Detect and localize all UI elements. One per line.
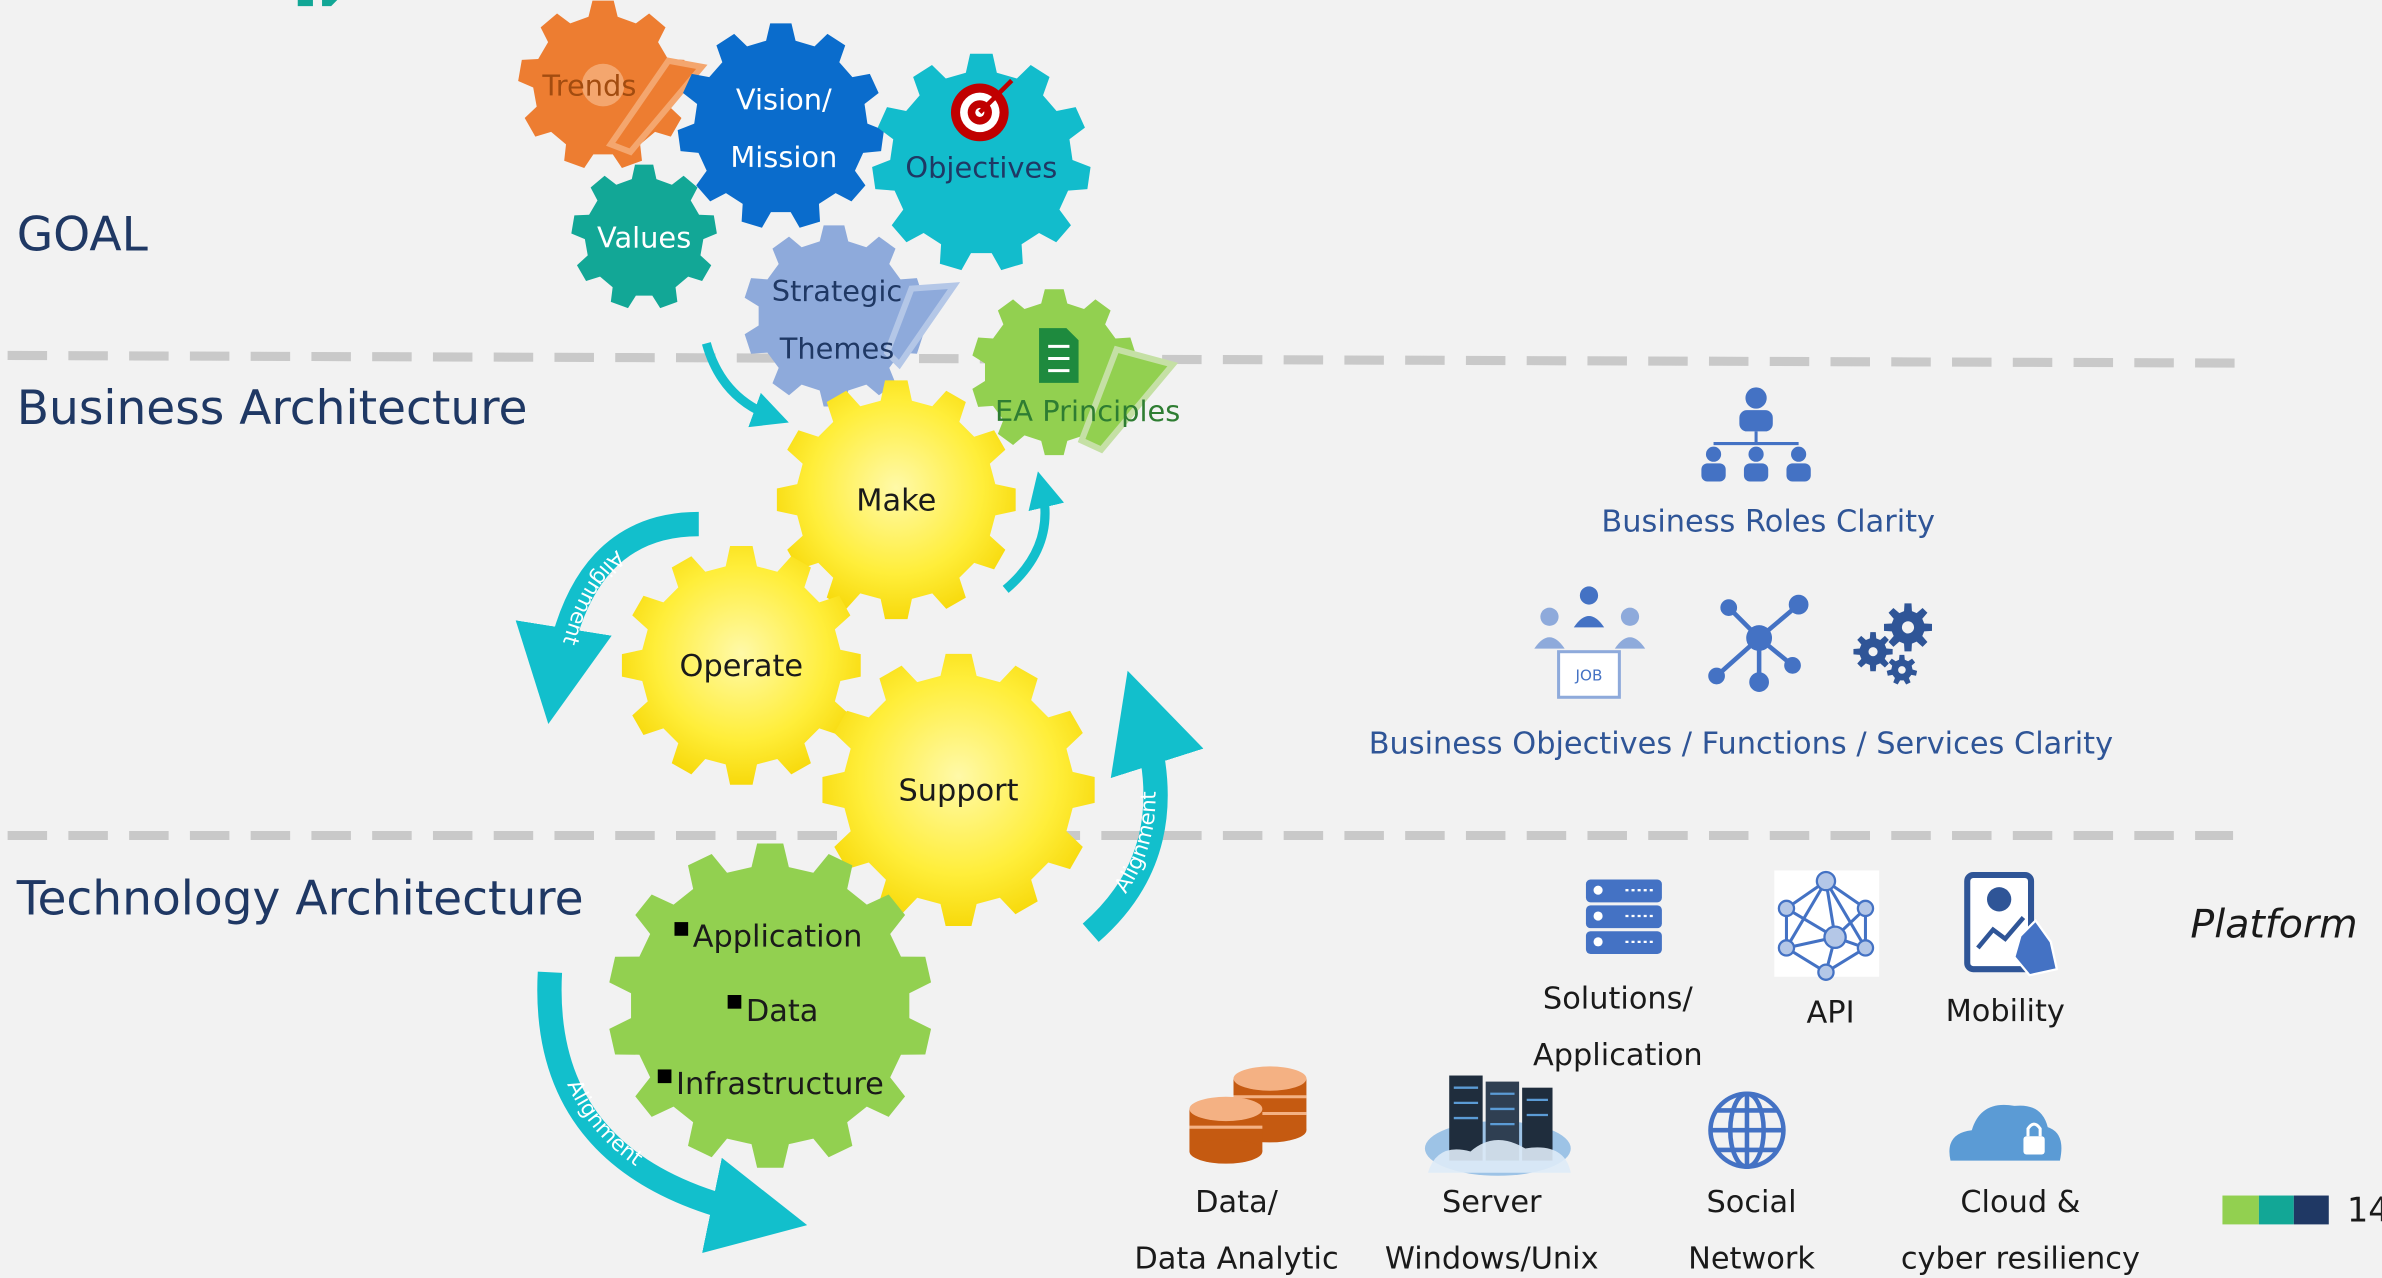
section-business: Business Architecture: [17, 381, 528, 436]
server-cloud-icon: [1424, 1075, 1571, 1176]
alignment-label-right: Alignment: [1110, 791, 1162, 897]
alignment-label-tech: Alignment: [562, 1076, 647, 1171]
solutions-label-1: Solutions/: [1543, 982, 1694, 1017]
gear-trends: Trends: [518, 0, 708, 169]
values-label: Values: [597, 221, 691, 255]
logo-fragment: [297, 0, 338, 7]
server-rack-icon: [1585, 879, 1662, 954]
trends-label: Trends: [541, 69, 636, 103]
cloud-label-2: cyber resiliency: [1901, 1241, 2140, 1276]
themes-label-2: Themes: [779, 332, 895, 366]
support-label: Support: [899, 774, 1019, 809]
gear-values: Values: [571, 164, 717, 309]
bullet: [657, 1069, 672, 1084]
section-goal: GOAL: [17, 208, 148, 263]
bullet: [674, 922, 689, 936]
gear-operate: Operate: [621, 545, 861, 785]
wrench-icon: [883, 282, 961, 370]
api-label: API: [1806, 995, 1854, 1030]
wrench-icon: [1077, 345, 1179, 454]
make-label: Make: [856, 483, 936, 518]
gear-objectives: Objectives: [872, 53, 1091, 271]
mobile-payment-icon: [1964, 871, 2059, 977]
operate-label: Operate: [680, 649, 804, 684]
themes-label-1: Strategic: [772, 274, 902, 308]
social-label-2: Network: [1688, 1241, 1815, 1276]
alignment-arrow-tech: [537, 971, 808, 1254]
checklist-icon: [1039, 328, 1079, 383]
mobility-label: Mobility: [1946, 994, 2065, 1029]
server-label-1: Server: [1442, 1185, 1542, 1220]
tech-infra-label: Infrastructure: [676, 1067, 884, 1102]
business-roles-label: Business Roles Clarity: [1601, 505, 1935, 540]
section-technology: Technology Architecture: [16, 871, 584, 926]
page-number: 14: [2347, 1190, 2382, 1229]
gear-support: Support: [822, 653, 1095, 927]
cloud-lock-icon: [1949, 1104, 2062, 1161]
arrow-make-to-ea: [1002, 471, 1065, 593]
social-label-1: Social: [1706, 1185, 1796, 1220]
solutions-label-2: Application: [1533, 1038, 1703, 1073]
gear-strategic-themes: Strategic Themes: [744, 225, 961, 407]
tech-data-label: Data: [746, 994, 819, 1029]
globe-icon: [1708, 1091, 1786, 1169]
svg-text:JOB: JOB: [1575, 667, 1603, 685]
data-label-1: Data/: [1195, 1185, 1279, 1220]
server-label-2: Windows/Unix: [1385, 1241, 1599, 1276]
vision-label-1: Vision/: [736, 82, 832, 116]
alignment-arrow-business: [515, 511, 700, 724]
gear-ea-principles: EA Principles: [972, 289, 1180, 456]
ea-label: EA Principles: [995, 394, 1180, 428]
gear-vision-mission: Vision/ Mission: [677, 23, 884, 228]
network-nodes-icon: [1708, 594, 1809, 692]
gears-icon: [1853, 603, 1932, 685]
footer-color-bar: [2222, 1195, 2329, 1225]
hand-icon: [2013, 918, 2059, 977]
gear-make: Make: [776, 380, 1016, 620]
platform-label: Platform: [2190, 901, 2357, 947]
alignment-arrow-right: [1082, 670, 1204, 942]
tech-app-label: Application: [693, 919, 863, 954]
org-chart-icon: [1701, 387, 1811, 482]
api-network-icon: [1774, 870, 1880, 981]
bullet: [727, 995, 742, 1009]
target-icon: [950, 78, 1014, 142]
database-coins-icon: [1189, 1066, 1307, 1164]
data-label-2: Data Analytic: [1134, 1241, 1338, 1276]
arrow-themes-to-make: [701, 342, 789, 428]
business-functions-label: Business Objectives / Functions / Servic…: [1369, 726, 2113, 761]
vision-label-2: Mission: [730, 140, 837, 174]
wrench-icon: [605, 57, 708, 156]
job-team-icon: JOB: [1534, 586, 1646, 699]
gear-technology: Application Data Infrastructure: [609, 843, 932, 1168]
objectives-label: Objectives: [905, 151, 1057, 185]
cloud-label-1: Cloud &: [1960, 1185, 2080, 1220]
